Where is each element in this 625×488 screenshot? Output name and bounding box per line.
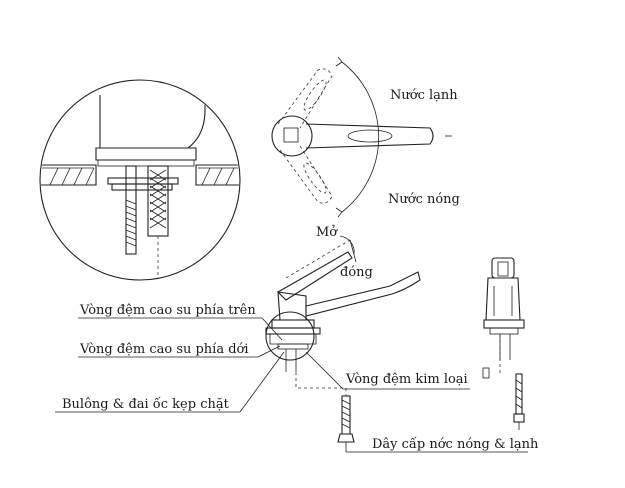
label-metal-washer: Vòng đệm kim loại — [345, 372, 468, 387]
faucet-front-view — [482, 257, 525, 430]
detail-magnifier — [39, 79, 241, 281]
handle-top-view — [271, 56, 452, 218]
label-open: Mở — [316, 225, 338, 240]
label-bolt-nut: Bulông & đai ốc kẹp chặt — [62, 396, 230, 412]
label-upper-rubber-washer: Vòng đệm cao su phía trên — [79, 303, 256, 318]
label-lower-rubber-washer: Vòng đệm cao su phía dới — [79, 342, 249, 357]
label-close: đóng — [340, 265, 373, 280]
supply-hose — [337, 395, 355, 452]
label-supply-hose: Dây cấp nớc nóng & lạnh — [372, 436, 539, 452]
label-cold-water: Nước lạnh — [390, 88, 458, 103]
leader-lines — [55, 317, 528, 453]
faucet-side-view — [265, 235, 421, 396]
label-hot-water: Nước nóng — [388, 192, 460, 207]
